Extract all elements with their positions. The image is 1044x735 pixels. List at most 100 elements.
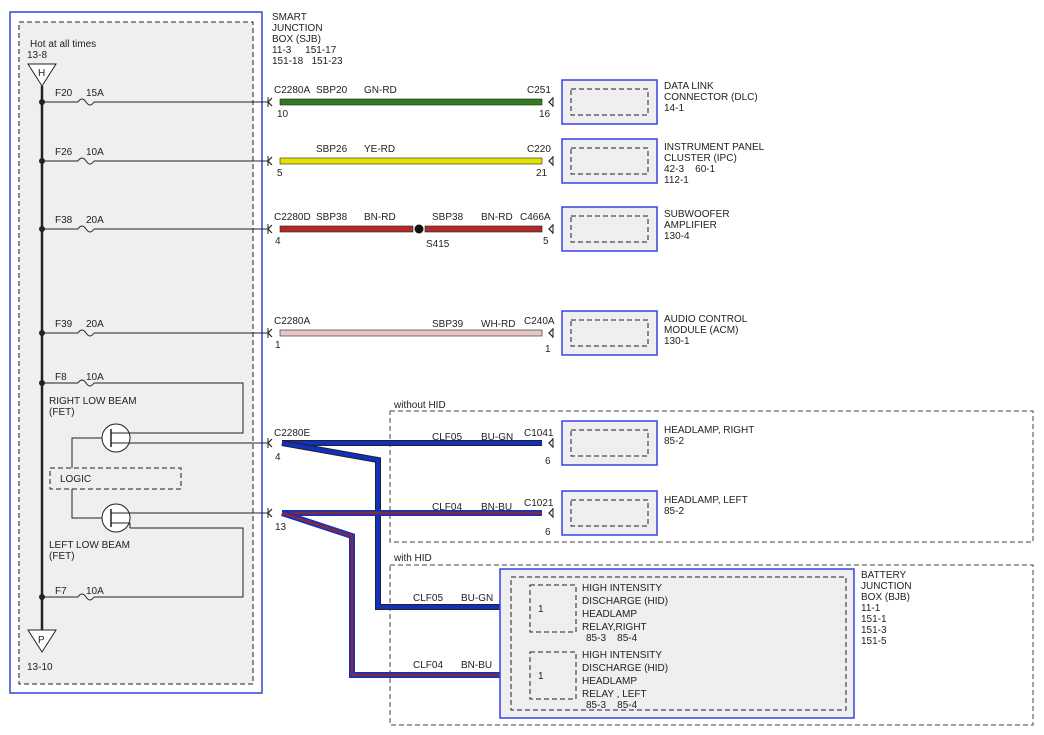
dlc-src-pin: 10 bbox=[277, 109, 289, 120]
amp-device-box bbox=[561, 206, 658, 252]
logic-label: LOGIC bbox=[60, 474, 91, 485]
bjb-ref-1: 11-1 bbox=[861, 603, 881, 614]
bjb-label-1: BATTERY bbox=[861, 570, 907, 581]
fuse-f39-name: F39 bbox=[55, 319, 73, 330]
right-fet-circle bbox=[101, 423, 131, 453]
amp-dst-pin: 5 bbox=[543, 236, 549, 247]
logic-right-link bbox=[71, 437, 102, 468]
fuse-f7: F7 10A bbox=[39, 527, 244, 601]
acm-src-conn: C2280A bbox=[274, 316, 310, 327]
left-fet-label-1: LEFT LOW BEAM bbox=[49, 540, 130, 551]
fuse-f38-symbol bbox=[77, 225, 95, 233]
sjb-title: SMART JUNCTION BOX (SJB) 11-3 151-17 151… bbox=[272, 12, 343, 67]
ipc-device-label-2: CLUSTER (IPC) bbox=[664, 153, 737, 164]
bjb-ref-4: 151-5 bbox=[861, 636, 887, 647]
top-ref: 13-8 bbox=[27, 50, 47, 61]
acm-dst-conn: C240A bbox=[524, 316, 555, 327]
hl-right-circuit: CLF05 bbox=[432, 432, 462, 443]
amp-src-pin: 4 bbox=[275, 236, 281, 247]
hid-relay-left-pin: 1 bbox=[538, 671, 544, 682]
sjb-ref-line-1: 11-3 151-17 bbox=[272, 45, 337, 56]
hid-relay-right-pin: 1 bbox=[538, 604, 544, 615]
c2280e-conn: C2280E bbox=[274, 428, 310, 439]
acm-circuit: SBP39 bbox=[432, 319, 464, 330]
sjb-title-line-3: BOX (SJB) bbox=[272, 34, 321, 45]
hid-left-wire-color: BN-BU bbox=[461, 660, 492, 671]
ipc-circuit: SBP26 bbox=[316, 144, 348, 155]
fuse-f7-symbol bbox=[77, 593, 95, 601]
hl-left-dst-conn: C1021 bbox=[524, 498, 554, 509]
hid-right-wire-color: BU-GN bbox=[461, 593, 493, 604]
acm-dst-pin: 1 bbox=[545, 344, 551, 355]
fuse-f7-rating: 10A bbox=[86, 586, 104, 597]
hid-relay-right-label-1: HIGH INTENSITY bbox=[582, 583, 662, 594]
circuit-acm: C2280A 1 SBP39 WH-RD C240A 1 AUDIO CONTR… bbox=[267, 310, 748, 356]
logic-left-link bbox=[71, 489, 102, 519]
bjb-ref-2: 151-1 bbox=[861, 614, 887, 625]
dlc-dst-pin: 16 bbox=[539, 109, 551, 120]
hid-right-circuit: CLF05 bbox=[413, 593, 443, 604]
fuse-f39: F39 20A bbox=[39, 319, 268, 337]
dlc-dst-conn: C251 bbox=[527, 85, 551, 96]
h-symbol: H bbox=[38, 68, 45, 79]
right-fet bbox=[101, 423, 268, 453]
hid-relay-left-label-1: HIGH INTENSITY bbox=[582, 650, 662, 661]
amp-circuit-a: SBP38 bbox=[316, 212, 348, 223]
fuse-f20-rating: 15A bbox=[86, 88, 104, 99]
ipc-wire-color: YE-RD bbox=[364, 144, 395, 155]
fuse-f20-name: F20 bbox=[55, 88, 73, 99]
amp-circuit-b: SBP38 bbox=[432, 212, 464, 223]
hid-relay-right-label-2: DISCHARGE (HID) bbox=[582, 596, 668, 607]
battery-junction-box: 1 HIGH INTENSITY DISCHARGE (HID) HEADLAM… bbox=[499, 568, 912, 719]
fuse-f7-name: F7 bbox=[55, 586, 67, 597]
hl-right-device-ref: 85-2 bbox=[664, 436, 684, 447]
amp-wire-color-b: BN-RD bbox=[481, 212, 513, 223]
amp-src-conn: C2280D bbox=[274, 212, 311, 223]
fuse-f20-symbol bbox=[77, 98, 95, 106]
fuse-f38-name: F38 bbox=[55, 215, 73, 226]
acm-device-ref: 130-1 bbox=[664, 336, 690, 347]
hl-right-dst-pin: 6 bbox=[545, 456, 551, 467]
dlc-device-ref: 14-1 bbox=[664, 103, 684, 114]
fuse-f39-symbol bbox=[77, 329, 95, 337]
hl-left-circuit: CLF04 bbox=[432, 502, 462, 513]
hid-left-circuit: CLF04 bbox=[413, 660, 443, 671]
amp-device-ref: 130-4 bbox=[664, 231, 690, 242]
amp-device-label-2: AMPLIFIER bbox=[664, 220, 717, 231]
dlc-device-label-1: DATA LINK bbox=[664, 81, 714, 92]
right-fet-label-2: (FET) bbox=[49, 407, 75, 418]
left-fet-label-2: (FET) bbox=[49, 551, 75, 562]
right-fet-label-1: RIGHT LOW BEAM bbox=[49, 396, 137, 407]
source-c2280e: C2280E 4 13 bbox=[267, 428, 310, 533]
fuse-f26-rating: 10A bbox=[86, 147, 104, 158]
bjb-label-2: JUNCTION bbox=[861, 581, 912, 592]
bottom-ref: 13-10 bbox=[27, 662, 53, 673]
hid-relay-left-box bbox=[529, 651, 577, 700]
hid-relay-right-ref: 85-3 85-4 bbox=[586, 633, 638, 644]
amp-splice-label: S415 bbox=[426, 239, 450, 250]
hl-right-device-box bbox=[561, 420, 658, 466]
acm-device-label-1: AUDIO CONTROL bbox=[664, 314, 748, 325]
wire-clf05 bbox=[281, 440, 542, 610]
wire-sbp20 bbox=[279, 98, 543, 106]
hid-relay-left-label-4: RELAY , LEFT bbox=[582, 689, 647, 700]
amp-device-label-1: SUBWOOFER bbox=[664, 209, 730, 220]
ipc-dst-conn: C220 bbox=[527, 144, 551, 155]
acm-src-pin: 1 bbox=[275, 340, 281, 351]
wire-sbp39 bbox=[279, 329, 543, 337]
bjb-ref-3: 151-3 bbox=[861, 625, 887, 636]
fuse-f26-symbol bbox=[77, 157, 95, 165]
ipc-device-ref-2: 112-1 bbox=[664, 175, 689, 186]
circuit-headlamp-left: CLF04 BN-BU C1021 6 HEADLAMP, LEFT 85-2 bbox=[432, 490, 748, 538]
dlc-src-conn: C2280A bbox=[274, 85, 310, 96]
bjb-outer-frame bbox=[499, 568, 855, 719]
wire-sbp38-a bbox=[279, 225, 414, 233]
hot-h-triangle bbox=[27, 63, 57, 87]
with-hid-label: with HID bbox=[393, 553, 432, 564]
acm-device-label-2: MODULE (ACM) bbox=[664, 325, 738, 336]
hid-relay-left-label-2: DISCHARGE (HID) bbox=[582, 663, 668, 674]
acm-wire-color: WH-RD bbox=[481, 319, 515, 330]
sjb-title-line-1: SMART bbox=[272, 12, 307, 23]
ipc-src-pin: 5 bbox=[277, 168, 283, 179]
